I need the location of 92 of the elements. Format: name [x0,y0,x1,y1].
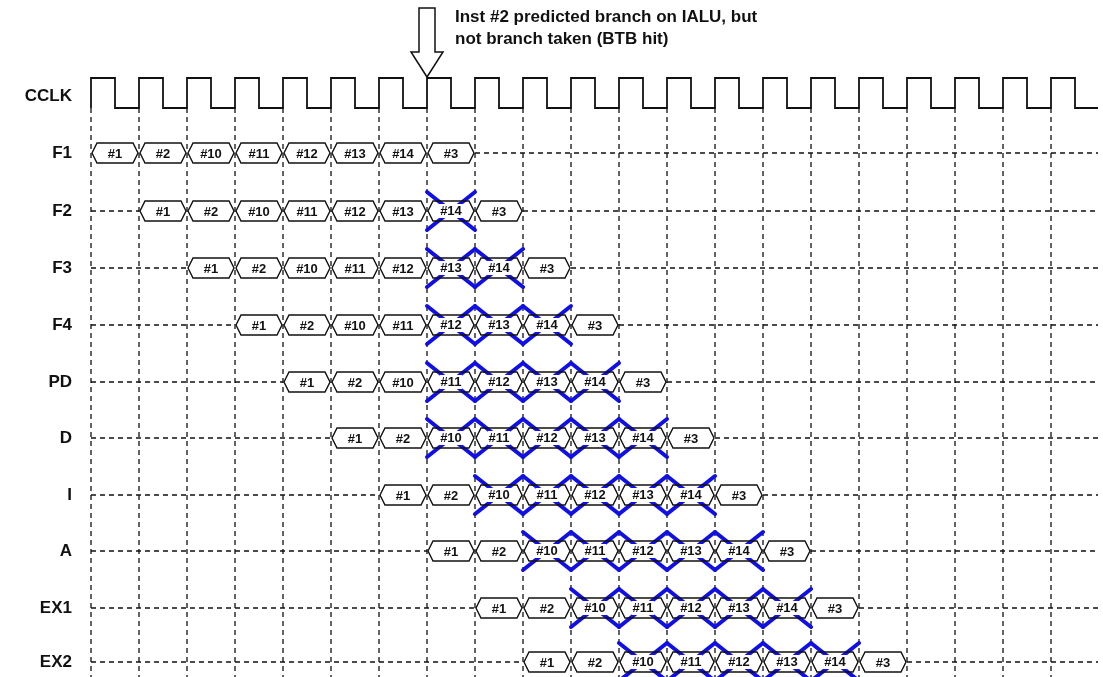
bus-value-segment: #14 [475,257,523,279]
signal-name: D [59,427,72,449]
bus-value-segment: #3 [715,484,763,506]
bus-value-segment: #11 [619,597,667,619]
bus-value-segment: #12 [715,651,763,673]
annotation-note: Inst #2 predicted branch on IALU, but not branch taken (BTB hit) [455,6,759,50]
bus-value-segment: #2 [571,651,619,673]
bus-value-segment: #10 [619,651,667,673]
bus-value-segment: #10 [331,314,379,336]
signal-name: F3 [52,257,72,279]
bus-value-segment: #13 [763,651,811,673]
bus-value-segment: #10 [235,200,283,222]
bus-value-segment: #11 [475,427,523,449]
bus-value-segment: #3 [475,200,523,222]
bus-value-segment: #2 [283,314,331,336]
bus-value-segment: #10 [523,540,571,562]
signal-name: CCLK [24,85,72,107]
bus-value-segment: #13 [379,200,427,222]
bus-value-segment: #1 [187,257,235,279]
bus-value-segment: #11 [235,142,283,164]
signal-name: I [67,484,72,506]
bus-value-segment: #2 [187,200,235,222]
signal-name: PD [48,371,72,393]
bus-value-segment: #2 [331,371,379,393]
bus-value-segment: #3 [619,371,667,393]
bus-value-segment: #11 [379,314,427,336]
bus-value-segment: #12 [379,257,427,279]
bus-value-segment: #12 [667,597,715,619]
bus-value-segment: #2 [139,142,187,164]
bus-value-segment: #1 [139,200,187,222]
bus-value-segment: #1 [427,540,475,562]
bus-value-segment: #12 [331,200,379,222]
bus-value-segment: #3 [811,597,859,619]
bus-value-segment: #1 [379,484,427,506]
bus-value-segment: #3 [523,257,571,279]
bus-value-segment: #12 [427,314,475,336]
bus-value-segment: #13 [475,314,523,336]
bus-value-segment: #2 [523,597,571,619]
bus-value-segment: #11 [523,484,571,506]
bus-value-segment: #13 [571,427,619,449]
bus-value-segment: #13 [331,142,379,164]
bus-value-segment: #2 [427,484,475,506]
bus-value-segment: #11 [667,651,715,673]
bus-value-segment: #14 [379,142,427,164]
signal-name: A [59,540,72,562]
bus-value-segment: #14 [427,200,475,222]
bus-value-segment: #14 [715,540,763,562]
bus-value-segment: #3 [763,540,811,562]
bus-value-segment: #12 [283,142,331,164]
bus-value-segment: #2 [475,540,523,562]
bus-value-segment: #3 [427,142,475,164]
bus-value-segment: #10 [283,257,331,279]
signal-name: EX2 [39,651,72,673]
bus-value-segment: #13 [667,540,715,562]
bus-value-segment: #14 [523,314,571,336]
bus-value-segment: #14 [571,371,619,393]
bus-value-segment: #13 [523,371,571,393]
bus-value-segment: #10 [427,427,475,449]
signal-name: F1 [52,142,72,164]
bus-value-segment: #1 [523,651,571,673]
bus-value-segment: #11 [571,540,619,562]
signal-name: F4 [52,314,72,336]
bus-value-segment: #14 [763,597,811,619]
bus-value-segment: #3 [667,427,715,449]
bus-value-segment: #13 [715,597,763,619]
bus-value-segment: #10 [187,142,235,164]
bus-value-segment: #13 [427,257,475,279]
bus-value-segment: #1 [475,597,523,619]
bus-value-segment: #2 [379,427,427,449]
bus-value-segment: #1 [235,314,283,336]
bus-value-segment: #11 [427,371,475,393]
bus-value-segment: #14 [667,484,715,506]
bus-value-segment: #1 [283,371,331,393]
bus-value-segment: #3 [571,314,619,336]
bus-value-segment: #11 [331,257,379,279]
bus-value-segment: #1 [331,427,379,449]
bus-value-segment: #1 [91,142,139,164]
bus-value-segment: #12 [475,371,523,393]
bus-value-segment: #12 [571,484,619,506]
bus-value-segment: #2 [235,257,283,279]
bus-value-segment: #3 [859,651,907,673]
signal-name: F2 [52,200,72,222]
bus-value-segment: #14 [619,427,667,449]
bus-value-segment: #14 [811,651,859,673]
bus-value-segment: #10 [571,597,619,619]
bus-value-segment: #10 [475,484,523,506]
signal-name: EX1 [39,597,72,619]
bus-value-segment: #12 [619,540,667,562]
bus-value-segment: #10 [379,371,427,393]
bus-value-segment: #13 [619,484,667,506]
bus-value-segment: #11 [283,200,331,222]
bus-value-segment: #12 [523,427,571,449]
